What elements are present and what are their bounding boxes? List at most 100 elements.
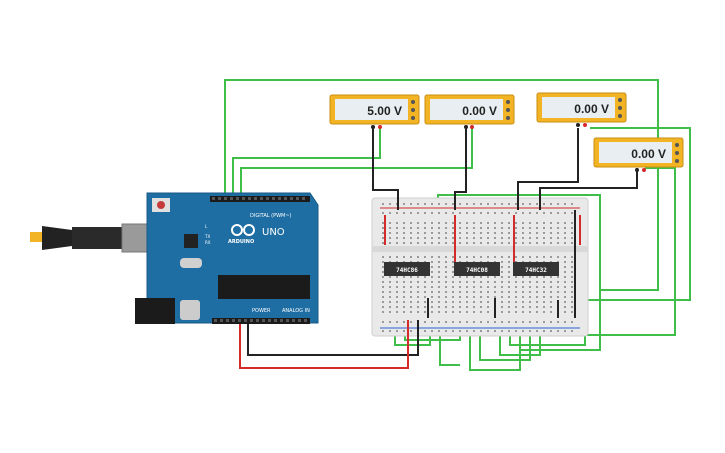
- breadboard-hole: [403, 286, 405, 288]
- breadboard-hole: [557, 286, 559, 288]
- breadboard-hole: [410, 203, 412, 205]
- breadboard-hole: [550, 242, 552, 244]
- breadboard-hole: [382, 321, 384, 323]
- breadboard-hole: [445, 281, 447, 283]
- breadboard-hole: [536, 301, 538, 303]
- breadboard-hole: [494, 227, 496, 229]
- breadboard-hole: [431, 242, 433, 244]
- breadboard-hole: [438, 222, 440, 224]
- breadboard-hole: [515, 291, 517, 293]
- breadboard-hole: [473, 281, 475, 283]
- header-pin: [262, 319, 265, 322]
- breadboard-hole: [424, 232, 426, 234]
- breadboard-hole: [501, 227, 503, 229]
- breadboard-hole: [494, 291, 496, 293]
- breadboard-hole: [459, 276, 461, 278]
- breadboard-hole: [445, 212, 447, 214]
- breadboard-hole: [508, 291, 510, 293]
- breadboard-hole: [389, 203, 391, 205]
- breadboard-hole: [396, 276, 398, 278]
- breadboard-hole: [466, 203, 468, 205]
- wire-meter2: [240, 128, 473, 200]
- header-pin: [296, 197, 299, 200]
- breadboard-hole: [557, 222, 559, 224]
- meter-reading: 5.00 V: [367, 104, 402, 118]
- breadboard-hole: [564, 242, 566, 244]
- chip-74hc08[interactable]: 74HC08: [454, 262, 500, 276]
- voltmeter-2[interactable]: 0.00 V: [424, 94, 515, 129]
- breadboard-hole: [571, 212, 573, 214]
- breadboard-hole: [431, 261, 433, 263]
- chip-label: 74HC32: [525, 267, 547, 274]
- breadboard-hole: [515, 296, 517, 298]
- breadboard-hole: [501, 321, 503, 323]
- breadboard-hole: [403, 291, 405, 293]
- breadboard-hole: [382, 222, 384, 224]
- breadboard-hole: [410, 281, 412, 283]
- breadboard-hole: [438, 321, 440, 323]
- breadboard-hole: [382, 330, 384, 332]
- breadboard-hole: [522, 222, 524, 224]
- breadboard-hole: [382, 271, 384, 273]
- tx-label: TX: [204, 234, 210, 239]
- breadboard-hole: [543, 301, 545, 303]
- breadboard-hole: [417, 311, 419, 313]
- arduino-logo-icon: [231, 224, 255, 236]
- breadboard-hole: [571, 256, 573, 258]
- breadboard-hole: [543, 296, 545, 298]
- breadboard-hole: [473, 212, 475, 214]
- breadboard-hole: [396, 306, 398, 308]
- breadboard-hole: [382, 242, 384, 244]
- breadboard-hole: [389, 227, 391, 229]
- voltmeter-4[interactable]: 0.00 V: [593, 137, 684, 172]
- breadboard-hole: [487, 321, 489, 323]
- breadboard-hole: [508, 222, 510, 224]
- breadboard-hole: [515, 281, 517, 283]
- voltmeter-1[interactable]: 5.00 V: [329, 94, 420, 129]
- chip-label: 74HC08: [466, 267, 488, 274]
- power-jack[interactable]: [135, 298, 175, 324]
- breadboard-hole: [424, 281, 426, 283]
- breadboard-hole: [508, 266, 510, 268]
- voltmeter-3[interactable]: 0.00 V: [536, 92, 627, 127]
- breadboard-hole: [382, 291, 384, 293]
- breadboard-hole: [564, 271, 566, 273]
- breadboard-hole: [515, 321, 517, 323]
- header-pin: [290, 197, 293, 200]
- breadboard-hole: [410, 212, 412, 214]
- chip-74hc86[interactable]: 74HC86: [384, 262, 430, 276]
- breadboard-hole: [473, 311, 475, 313]
- header-pin: [284, 197, 287, 200]
- breadboard-hole: [494, 330, 496, 332]
- breadboard-hole: [445, 301, 447, 303]
- wire-top-loop: [224, 79, 659, 291]
- breadboard-hole: [557, 281, 559, 283]
- analog-label: ANALOG IN: [282, 308, 310, 314]
- breadboard-hole: [459, 306, 461, 308]
- breadboard-hole: [480, 296, 482, 298]
- breadboard-hole: [557, 321, 559, 323]
- breadboard-hole: [382, 203, 384, 205]
- breadboard-hole: [424, 330, 426, 332]
- breadboard-hole: [543, 222, 545, 224]
- breadboard-hole: [452, 266, 454, 268]
- breadboard-hole: [529, 296, 531, 298]
- breadboard-hole: [487, 306, 489, 308]
- breadboard-hole: [459, 212, 461, 214]
- breadboard-hole: [529, 306, 531, 308]
- breadboard-hole: [564, 261, 566, 263]
- breadboard-hole: [515, 222, 517, 224]
- arduino-uno[interactable]: DIGITAL (PWM~) POWER ANALOG IN ARDUINO U…: [30, 192, 319, 324]
- breadboard-hole: [389, 296, 391, 298]
- breadboard-hole: [494, 256, 496, 258]
- breadboard-hole: [508, 306, 510, 308]
- breadboard-hole: [417, 281, 419, 283]
- breadboard-hole: [473, 330, 475, 332]
- breadboard-hole: [536, 306, 538, 308]
- breadboard-hole: [571, 281, 573, 283]
- chip-74hc32[interactable]: 74HC32: [513, 262, 559, 276]
- breadboard-hole: [571, 266, 573, 268]
- breadboard-hole: [564, 281, 566, 283]
- breadboard-hole: [431, 291, 433, 293]
- breadboard-hole: [410, 227, 412, 229]
